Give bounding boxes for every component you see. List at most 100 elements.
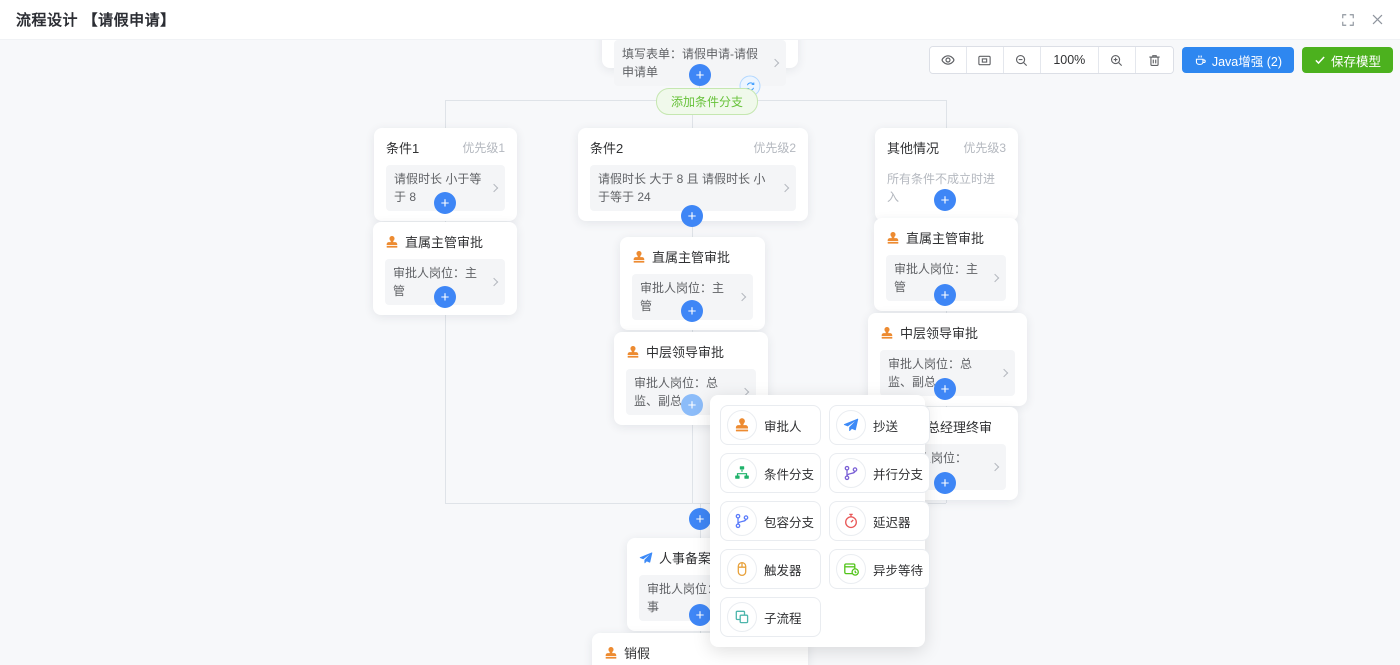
fit-view-button[interactable] xyxy=(966,47,1004,73)
node-detail-text: 审批人岗位：总监、副总 xyxy=(888,357,973,389)
flow-canvas[interactable]: 填写表单：请假申请-请假申请单 + + + + + + + + + + + + … xyxy=(0,40,1400,665)
popup-item-approver[interactable]: 审批人 xyxy=(720,405,822,445)
chevron-right-icon xyxy=(489,277,499,287)
send-icon xyxy=(836,410,867,440)
java-icon xyxy=(1194,54,1207,67)
check-icon xyxy=(1314,54,1326,66)
condition-priority: 优先级1 xyxy=(462,141,505,155)
preview-button[interactable] xyxy=(929,47,967,73)
node-title: 中层领导审批 xyxy=(900,326,979,341)
chevron-right-icon xyxy=(990,462,1000,472)
chevron-right-icon xyxy=(770,58,780,68)
java-enhance-label: Java增强 (2) xyxy=(1211,54,1282,69)
popup-item-label: 审批人 xyxy=(764,419,802,434)
condition-branch-icon xyxy=(727,458,757,488)
popup-item-label: 子流程 xyxy=(764,611,802,626)
stamp-icon xyxy=(886,231,900,245)
node-title: 直属主管审批 xyxy=(906,231,985,246)
condition-title: 其他情况 xyxy=(887,141,940,156)
popup-item-condition-branch[interactable]: 条件分支 xyxy=(720,453,822,493)
add-node-button[interactable]: + xyxy=(934,189,956,211)
add-node-button[interactable]: + xyxy=(689,508,711,530)
add-node-button-active[interactable]: + xyxy=(681,394,703,416)
chevron-right-icon xyxy=(990,273,1000,283)
zoom-level: 100% xyxy=(1040,47,1099,73)
popup-item-label: 延迟器 xyxy=(873,515,911,530)
add-node-button[interactable]: + xyxy=(434,286,456,308)
node-detail-text: 审批人岗位：主管 xyxy=(894,262,979,294)
popup-item-label: 包容分支 xyxy=(764,515,815,530)
stamp-icon xyxy=(385,235,399,249)
condition-title: 条件1 xyxy=(386,141,420,156)
node-detail-text: 审批人岗位：主管 xyxy=(640,281,725,313)
node-title: 直属主管审批 xyxy=(405,235,484,250)
stamp-icon xyxy=(880,326,894,340)
condition-priority: 优先级3 xyxy=(963,141,1006,155)
popup-item-label: 异步等待 xyxy=(873,563,924,578)
add-node-button[interactable]: + xyxy=(689,604,711,626)
add-node-button[interactable]: + xyxy=(681,300,703,322)
chevron-right-icon xyxy=(489,183,499,193)
save-model-label: 保存模型 xyxy=(1330,54,1381,69)
chevron-right-icon xyxy=(737,292,747,302)
add-node-button[interactable]: + xyxy=(934,378,956,400)
connector-line xyxy=(445,503,946,504)
condition-priority: 优先级2 xyxy=(753,141,796,155)
popup-item-trigger[interactable]: 触发器 xyxy=(720,549,822,589)
popup-item-async-wait[interactable]: 异步等待 xyxy=(829,549,931,589)
add-node-button[interactable]: + xyxy=(934,284,956,306)
add-node-button[interactable]: + xyxy=(681,205,703,227)
node-title: 销假 xyxy=(624,646,651,661)
condition-rule[interactable]: 请假时长 大于 8 且 请假时长 小于等于 24 xyxy=(590,165,796,211)
popup-item-subprocess[interactable]: 子流程 xyxy=(720,597,822,637)
parallel-branch-icon xyxy=(836,458,867,488)
inclusive-branch-icon xyxy=(727,506,757,536)
condition-rule-text: 所有条件不成立时进入 xyxy=(887,172,996,204)
node-detail-text: 审批人岗位：总监、副总 xyxy=(634,376,719,408)
popup-item-delay[interactable]: 延迟器 xyxy=(829,501,931,541)
canvas-toolbar: 100% Java增强 (2) xyxy=(928,46,1393,74)
node-detail[interactable]: 审批人岗位：主管 xyxy=(886,255,1006,301)
condition-rule: 所有条件不成立时进入 xyxy=(887,165,1006,211)
save-model-button[interactable]: 保存模型 xyxy=(1301,47,1393,73)
popup-item-label: 抄送 xyxy=(873,419,899,434)
java-enhance-button[interactable]: Java增强 (2) xyxy=(1181,47,1294,73)
add-node-button[interactable]: + xyxy=(434,192,456,214)
stamp-icon xyxy=(604,646,618,660)
node-title: 直属主管审批 xyxy=(652,250,731,265)
node-title: 中层领导审批 xyxy=(646,345,725,360)
trigger-icon xyxy=(727,554,757,584)
stamp-icon xyxy=(727,410,757,440)
async-wait-icon xyxy=(836,554,867,584)
popup-item-parallel-branch[interactable]: 并行分支 xyxy=(829,453,931,493)
close-icon[interactable] xyxy=(1371,13,1384,26)
popup-item-cc[interactable]: 抄送 xyxy=(829,405,931,445)
node-type-popup: 审批人 抄送 条件分支 并行分支 xyxy=(710,395,931,647)
chevron-right-icon xyxy=(999,368,1009,378)
page-title: 流程设计 【请假申请】 xyxy=(16,12,176,29)
node-title: 总经理终审 xyxy=(927,420,993,435)
popup-item-inclusive-branch[interactable]: 包容分支 xyxy=(720,501,822,541)
popup-item-label: 条件分支 xyxy=(764,467,815,482)
condition-rule-text: 请假时长 大于 8 且 请假时长 小于等于 24 xyxy=(598,172,766,204)
stamp-icon xyxy=(626,345,640,359)
add-condition-branch-button[interactable]: 添加条件分支 xyxy=(656,88,759,115)
add-node-button[interactable]: + xyxy=(689,64,711,86)
approval-node[interactable]: 中层领导审批 审批人岗位：总监、副总 xyxy=(868,313,1027,406)
timer-icon xyxy=(836,506,867,536)
popup-item-label: 并行分支 xyxy=(873,467,924,482)
node-detail-text: 审批人岗位：主管 xyxy=(393,266,478,298)
add-node-button[interactable]: + xyxy=(934,472,956,494)
delete-button[interactable] xyxy=(1135,47,1173,73)
app-header: 流程设计 【请假申请】 xyxy=(0,0,1400,40)
node-title: 人事备案 xyxy=(659,551,712,566)
start-node-detail[interactable]: 填写表单：请假申请-请假申请单 xyxy=(614,40,786,86)
start-node-text: 填写表单：请假申请-请假申请单 xyxy=(622,47,758,79)
start-node[interactable]: 填写表单：请假申请-请假申请单 xyxy=(602,40,798,86)
zoom-out-button[interactable] xyxy=(1003,47,1041,73)
stamp-icon xyxy=(632,250,646,264)
fullscreen-icon[interactable] xyxy=(1341,13,1355,27)
zoom-in-button[interactable] xyxy=(1098,47,1136,73)
chevron-right-icon xyxy=(780,183,790,193)
condition-title: 条件2 xyxy=(590,141,624,156)
